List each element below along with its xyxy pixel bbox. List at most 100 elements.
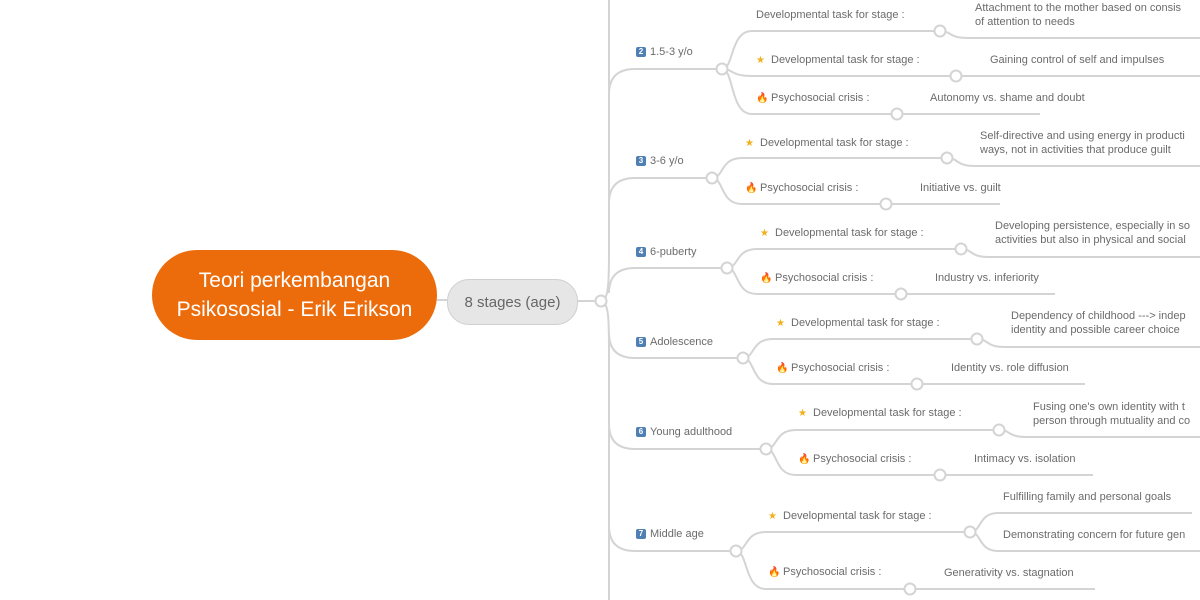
item-label: Developmental task for stage :: [813, 407, 962, 419]
central-topic[interactable]: Teori perkembangan Psikososial - Erik Er…: [152, 250, 437, 340]
stage-number-icon: 2: [636, 47, 646, 57]
stage-number-icon: 3: [636, 156, 646, 166]
collapse-toggle[interactable]: [963, 525, 977, 539]
stage-label: Middle age: [650, 528, 704, 540]
stage-label: Adolescence: [650, 336, 713, 348]
collapse-toggle[interactable]: [940, 151, 954, 165]
item-label: Psychosocial crisis :: [771, 92, 870, 104]
value-topic[interactable]: Demonstrating concern for future gen: [1003, 528, 1185, 542]
stage-branch: [608, 177, 712, 204]
value-topic[interactable]: Attachment to the mother based on consis…: [975, 1, 1181, 29]
item-topic[interactable]: ★Developmental task for stage :: [776, 316, 940, 331]
collapse-toggle[interactable]: [720, 261, 734, 275]
item-topic[interactable]: ★ Developmental task for stage :: [745, 136, 909, 151]
trunk-branch: [600, 300, 610, 600]
value-text-line: Self-directive and using energy in produ…: [980, 130, 1185, 142]
value-branch: [998, 429, 1200, 438]
value-branch: [939, 30, 1200, 39]
item-label: Developmental task for stage :: [760, 137, 909, 149]
collapse-toggle[interactable]: [736, 351, 750, 365]
value-topic[interactable]: Industry vs. inferiority: [935, 271, 1039, 285]
item-topic[interactable]: 🔥Psychosocial crisis :: [756, 91, 869, 106]
value-topic[interactable]: Fulfilling family and personal goals: [1003, 490, 1171, 504]
collapse-toggle[interactable]: [729, 544, 743, 558]
collapse-toggle[interactable]: [705, 171, 719, 185]
item-branch: [765, 429, 999, 450]
stage-label: Young adulthood: [650, 426, 733, 438]
item-label: Developmental task for stage :: [783, 510, 932, 522]
collapse-toggle[interactable]: [894, 287, 908, 301]
value-branch: [976, 338, 1200, 348]
item-branch: [711, 157, 947, 179]
collapse-toggle[interactable]: [910, 377, 924, 391]
collapse-toggle[interactable]: [715, 62, 729, 76]
star-icon: ★: [745, 138, 754, 149]
item-topic[interactable]: 🔥Psychosocial crisis :: [776, 361, 889, 376]
item-label: Psychosocial crisis :: [760, 182, 859, 194]
collapse-toggle[interactable]: [933, 24, 947, 38]
value-topic[interactable]: Gaining control of self and impulses: [990, 53, 1164, 67]
value-topic[interactable]: Initiative vs. guilt: [920, 181, 1001, 195]
value-branch: [960, 248, 1200, 258]
value-text-line: ways, not in activities that produce gui…: [980, 144, 1171, 156]
value-topic[interactable]: Identity vs. role diffusion: [951, 361, 1069, 375]
collapse-toggle[interactable]: [903, 582, 917, 596]
value-text-line: Generativity vs. stagnation: [944, 567, 1074, 579]
collapse-toggle[interactable]: [879, 197, 893, 211]
star-icon: ★: [768, 511, 777, 522]
collapse-toggle[interactable]: [970, 332, 984, 346]
stage-branch: [608, 423, 766, 450]
star-icon: ★: [756, 55, 765, 66]
item-topic[interactable]: 🔥Psychosocial crisis :: [768, 565, 881, 580]
stage-branch: [608, 267, 727, 294]
value-topic[interactable]: Autonomy vs. shame and doubt: [930, 91, 1085, 105]
item-topic[interactable]: ★ Developmental task for stage :: [768, 509, 932, 524]
value-text-line: Fulfilling family and personal goals: [1003, 491, 1172, 503]
central-topic-line2: Psikososial - Erik Erikson: [176, 298, 413, 321]
value-text-line: Attachment to the mother based on consis: [975, 2, 1182, 14]
value-topic[interactable]: Developing persistence, especially in so…: [995, 219, 1190, 247]
value-text-line: Dependency of childhood ---> indep: [1011, 310, 1186, 322]
value-topic[interactable]: Intimacy vs. isolation: [974, 452, 1075, 466]
item-label: Developmental task for stage :: [771, 54, 920, 66]
value-text-line: Demonstrating concern for future gen: [1003, 529, 1186, 541]
value-text-line: Fusing one's own identity with t: [1033, 401, 1185, 413]
value-topic[interactable]: Self-directive and using energy in produ…: [980, 129, 1185, 157]
collapse-toggle[interactable]: [594, 294, 608, 308]
item-label: Developmental task for stage :: [775, 227, 924, 239]
item-topic[interactable]: 🔥Psychosocial crisis :: [760, 271, 873, 286]
collapse-toggle[interactable]: [890, 107, 904, 121]
star-icon: ★: [760, 228, 769, 239]
stage-label: 3-6 y/o: [650, 155, 684, 167]
collapse-toggle[interactable]: [992, 423, 1006, 437]
value-topic[interactable]: Generativity vs. stagnation: [944, 566, 1074, 580]
value-text-line: Intimacy vs. isolation: [974, 453, 1076, 465]
item-label: Psychosocial crisis :: [813, 453, 912, 465]
item-topic[interactable]: ★ Developmental task for stage :: [756, 53, 920, 68]
value-text-line: Industry vs. inferiority: [935, 272, 1039, 284]
item-topic[interactable]: 🔥Psychosocial crisis :: [745, 181, 858, 196]
stages-topic[interactable]: 8 stages (age): [447, 279, 578, 325]
item-topic[interactable]: Developmental task for stage :: [756, 8, 905, 22]
item-branch: [735, 531, 970, 552]
collapse-toggle[interactable]: [954, 242, 968, 256]
collapse-toggle[interactable]: [759, 442, 773, 456]
item-topic[interactable]: ★ Developmental task for stage :: [760, 226, 924, 241]
value-text-line: Identity vs. role diffusion: [951, 362, 1069, 374]
value-text-line: Initiative vs. guilt: [920, 182, 1001, 194]
item-label: Developmental task for stage :: [756, 9, 905, 21]
item-topic[interactable]: 🔥Psychosocial crisis :: [798, 452, 911, 467]
collapse-toggle[interactable]: [949, 69, 963, 83]
item-label: Developmental task for stage :: [791, 317, 940, 329]
item-topic[interactable]: ★Developmental task for stage :: [798, 406, 962, 421]
collapse-toggle[interactable]: [933, 468, 947, 482]
stage-topic[interactable]: 3 3-6 y/o: [636, 154, 684, 168]
